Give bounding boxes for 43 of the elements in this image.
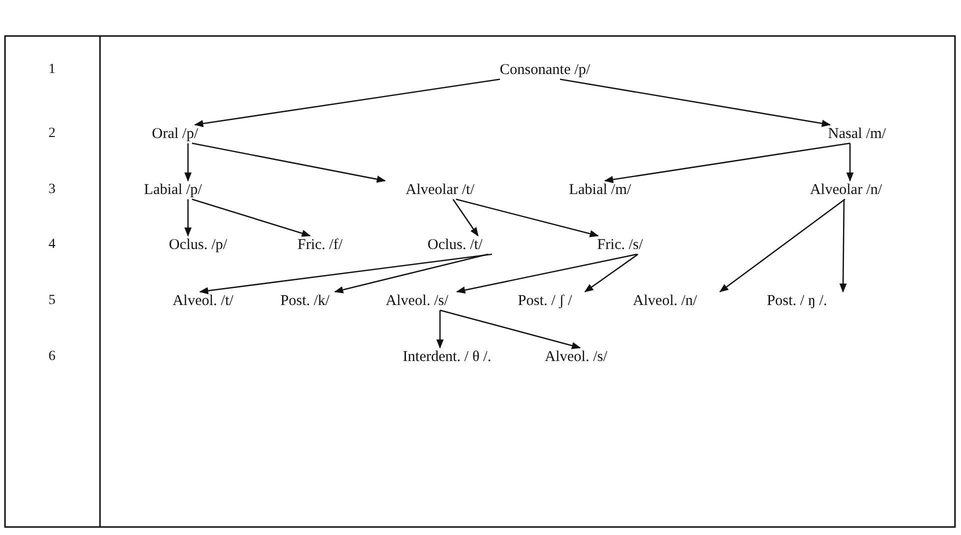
category-label: Oral /p/ bbox=[152, 126, 198, 142]
arrow bbox=[456, 198, 599, 238]
arrow bbox=[436, 310, 444, 349]
arrow bbox=[184, 143, 192, 182]
category-label: Alveol. /t/ bbox=[172, 292, 234, 310]
arrow bbox=[719, 198, 846, 292]
category-label: Fric. /s/ bbox=[597, 236, 643, 254]
arrow bbox=[584, 254, 638, 292]
category-label: Fric. /f/ bbox=[298, 236, 342, 254]
category-label: Consonante /p/ bbox=[500, 62, 590, 78]
arrow bbox=[846, 143, 854, 182]
arrow bbox=[452, 198, 479, 236]
row-number: 5 bbox=[48, 293, 56, 309]
category-label: Nasal /m/ bbox=[828, 126, 886, 142]
arrow bbox=[334, 254, 488, 294]
row-number: 6 bbox=[48, 349, 56, 365]
arrow bbox=[604, 142, 850, 184]
category-label: Post. / ŋ /. bbox=[766, 292, 828, 310]
category-label: Alveol. /n/ bbox=[632, 292, 698, 310]
row-number: 3 bbox=[48, 182, 56, 198]
row-number: 4 bbox=[48, 237, 56, 253]
category-label: Post. / ʃ / bbox=[518, 292, 572, 310]
category-label: Alveolar /n/ bbox=[810, 182, 882, 198]
category-label: Alveol. /s/ bbox=[386, 292, 448, 310]
arrow bbox=[839, 199, 847, 293]
arrow bbox=[192, 198, 311, 237]
arrow bbox=[440, 310, 581, 350]
arrow bbox=[199, 254, 492, 294]
category-label: Post. /k/ bbox=[280, 292, 330, 310]
category-label: Labial /m/ bbox=[568, 182, 632, 198]
arrow bbox=[192, 142, 386, 183]
arrow bbox=[194, 78, 500, 128]
category-label: Oclus. /t/ bbox=[428, 236, 482, 254]
arrow bbox=[456, 254, 638, 294]
row-number: 1 bbox=[48, 62, 56, 78]
category-label: Labial /p/ bbox=[144, 182, 202, 198]
category-label: Oclus. /p/ bbox=[168, 236, 228, 254]
arrow bbox=[184, 199, 192, 237]
category-label: Alveol. /s/ bbox=[544, 348, 608, 366]
arrow bbox=[560, 78, 831, 127]
category-label: Interdent. / θ /. bbox=[402, 348, 492, 366]
category-label: Alveolar /t/ bbox=[406, 182, 474, 198]
row-number: 2 bbox=[48, 126, 56, 142]
